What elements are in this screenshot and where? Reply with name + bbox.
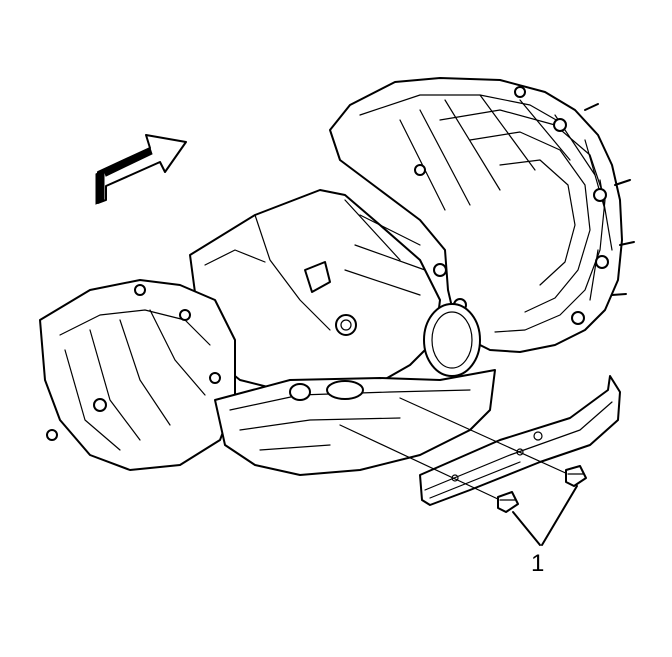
extension-housing <box>39 279 236 471</box>
callout-label-1: 1 <box>531 550 545 577</box>
forward-direction-arrow-icon <box>95 134 187 205</box>
bolt-icon <box>497 491 519 513</box>
bolt-icon <box>565 465 587 487</box>
transmission-cover-bracket <box>419 375 621 506</box>
bolt-alignment-lines <box>339 397 571 501</box>
callout-leader-lines <box>512 485 578 546</box>
